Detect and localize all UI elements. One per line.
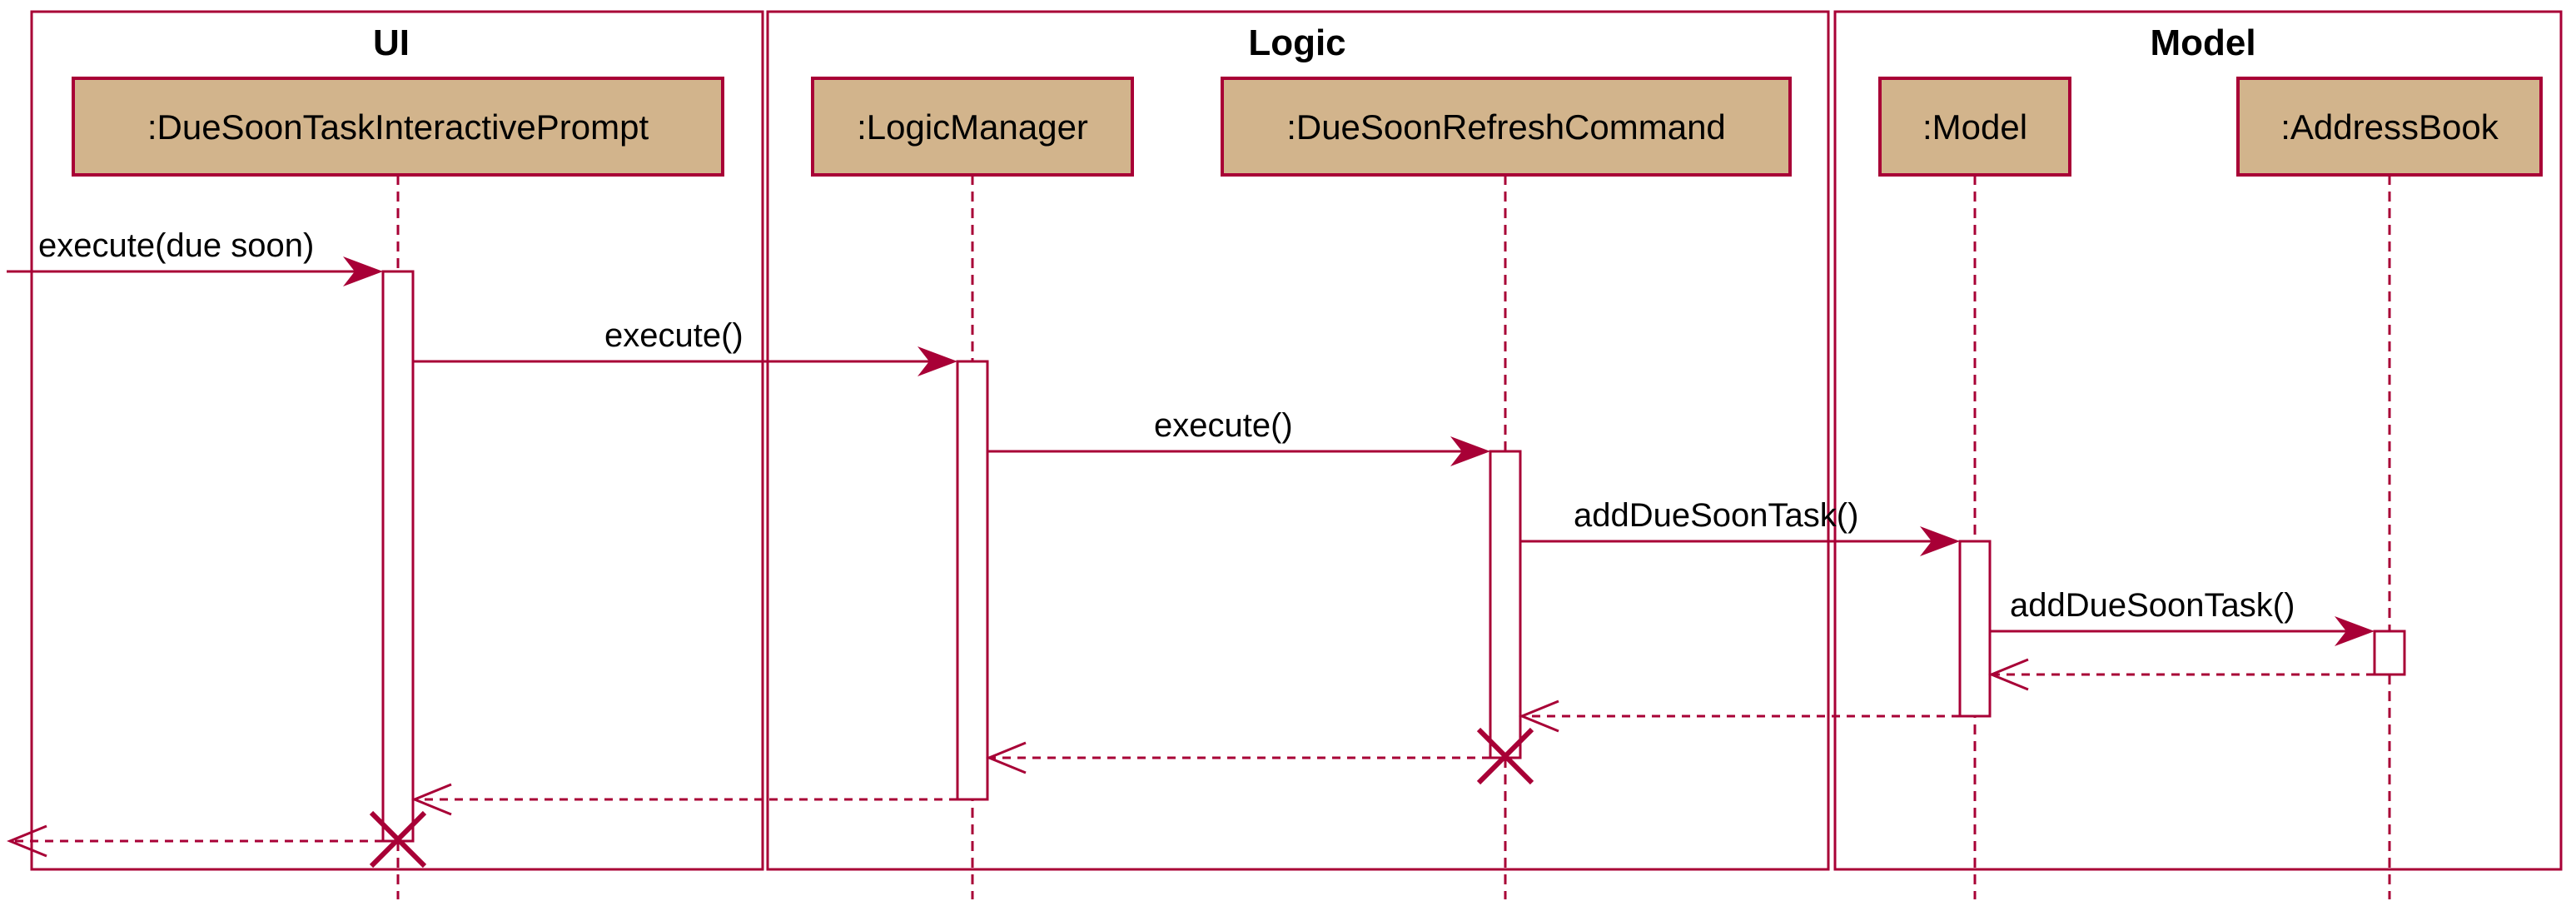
message-arrowhead-m4 <box>1920 526 1960 556</box>
return-r2 <box>1519 699 1960 733</box>
participant-head-refresh <box>1221 77 1792 177</box>
box-model-title: Model <box>2150 22 2255 63</box>
activation-model <box>1958 540 1992 718</box>
message-label-m5: addDueSoonTask() <box>2010 587 2295 624</box>
box-ui-frame <box>30 10 764 871</box>
participant-label-addressbook: :AddressBook <box>2280 107 2499 147</box>
return-r4 <box>411 783 957 816</box>
participant-logicmgr: :LogicManager <box>811 77 1134 177</box>
box-logic: Logic <box>766 10 1830 871</box>
box-logic-frame <box>766 10 1830 871</box>
lifelines <box>396 175 2391 899</box>
message-arrowhead-m3 <box>1450 436 1490 466</box>
message-label-m2: execute() <box>604 317 743 354</box>
participant-addressbook: :AddressBook <box>2236 77 2543 177</box>
activations <box>381 270 2406 843</box>
message-m5: addDueSoonTask() <box>1990 587 2375 646</box>
activation-addressbook <box>2373 630 2406 676</box>
return-arrowhead-r3 <box>986 741 1027 774</box>
return-r1 <box>1988 658 2375 691</box>
message-arrowhead-m5 <box>2335 616 2375 646</box>
participant-label-logicmgr: :LogicManager <box>857 107 1088 147</box>
return-arrowhead-r1 <box>1988 658 2029 691</box>
participant-head-prompt <box>72 77 724 177</box>
message-label-m4: addDueSoonTask() <box>1574 497 1858 534</box>
activation-logicmgr <box>956 360 989 801</box>
participant-refresh: :DueSoonRefreshCommand <box>1221 77 1792 177</box>
participant-label-refresh: :DueSoonRefreshCommand <box>1286 107 1726 147</box>
message-label-m3: execute() <box>1154 407 1293 444</box>
return-arrowhead-r2 <box>1519 699 1559 733</box>
return-r5 <box>7 824 383 858</box>
box-logic-title: Logic <box>1248 22 1345 63</box>
box-model-frame <box>1833 10 2563 871</box>
destroy-prompt-icon <box>369 810 427 869</box>
box-ui-title: UI <box>373 22 410 63</box>
message-arrowhead-m1 <box>343 256 383 286</box>
box-ui: UI <box>30 10 764 871</box>
message-m4: addDueSoonTask() <box>1520 497 1960 556</box>
message-arrowhead-m2 <box>918 346 957 376</box>
participant-head-addressbook <box>2236 77 2543 177</box>
message-m1: execute(due soon) <box>7 227 383 286</box>
return-arrowhead-r5 <box>7 824 47 858</box>
participant-model: :Model <box>1878 77 2071 177</box>
box-model: Model <box>1833 10 2563 871</box>
message-label-m1: execute(due soon) <box>38 227 314 264</box>
activation-prompt <box>381 270 415 843</box>
activation-refresh <box>1489 450 1522 759</box>
message-m3: execute() <box>987 407 1490 466</box>
return-arrowhead-r4 <box>411 783 452 816</box>
destroy-refresh-icon <box>1476 727 1534 785</box>
participant-label-model: :Model <box>1922 107 2027 147</box>
participant-head-logicmgr <box>811 77 1134 177</box>
participant-label-prompt: :DueSoonTaskInteractivePrompt <box>147 107 649 147</box>
message-m2: execute() <box>413 317 957 376</box>
participant-head-model <box>1878 77 2071 177</box>
return-r3 <box>986 741 1490 774</box>
participant-prompt: :DueSoonTaskInteractivePrompt <box>72 77 724 177</box>
